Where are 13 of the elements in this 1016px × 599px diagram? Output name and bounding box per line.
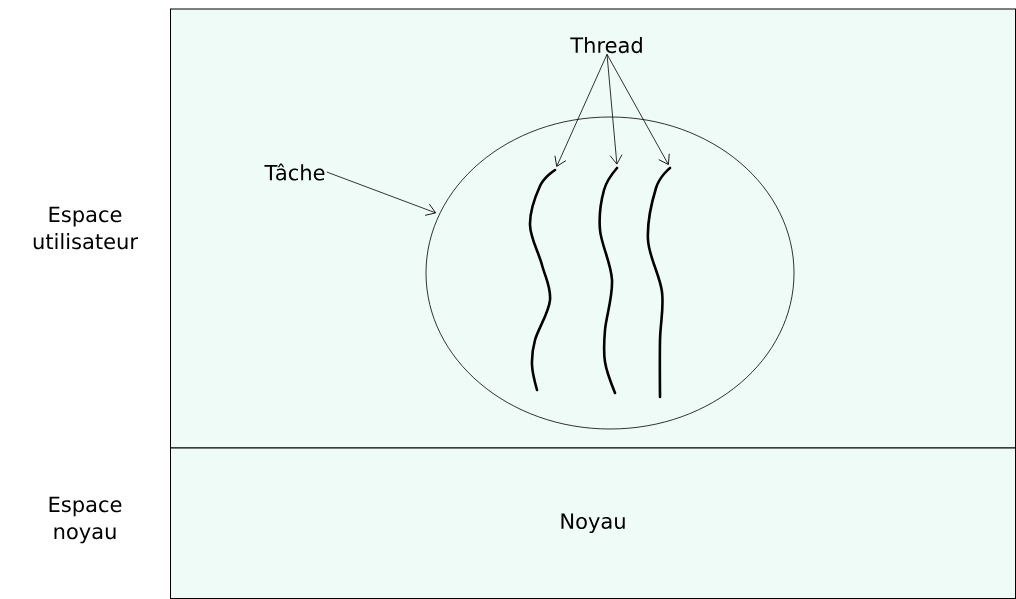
thread-curve [598,166,619,395]
callout-text: Tâche [264,163,325,181]
ellipse [425,116,795,430]
arrow [606,53,670,165]
thread-curve [528,168,557,392]
band-label: Espace utilisateur [33,206,138,250]
band: Noyau [170,447,1016,599]
arrow [606,53,623,165]
band-label: Espace noyau [49,496,122,544]
arrow [326,171,437,216]
thread-curve [646,166,672,399]
callout-text: Thread [570,36,642,54]
arrow [554,53,608,167]
